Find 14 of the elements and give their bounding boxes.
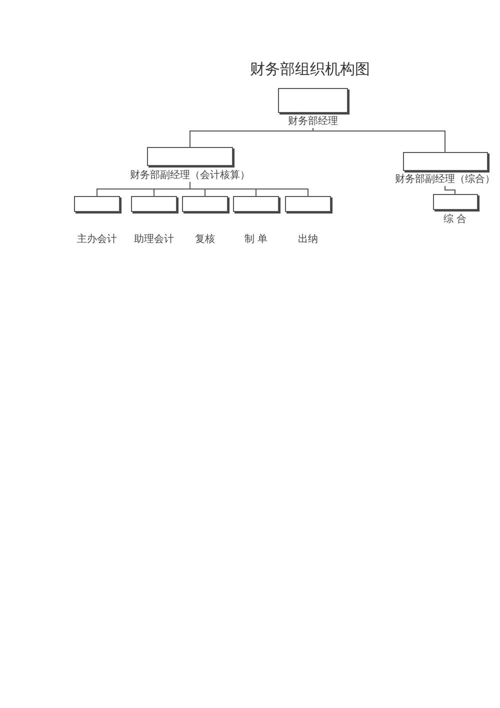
diagram-title: 财务部组织机构图 [249,60,371,79]
position-label: 财务部副经理（会计核算） [130,170,250,182]
connector-line [444,186,456,194]
position-label: 主办会计 [77,234,117,246]
connector-line [312,128,446,152]
connector-line [190,182,308,196]
position-label: 复核 [195,234,215,246]
position-label: 财务部副经理（综合） [395,174,495,186]
position-label: 综 合 [443,214,467,226]
position-label: 出纳 [298,234,318,246]
position-label: 财务部经理 [288,116,338,128]
position-label: 助理会计 [134,234,174,246]
connector-line [190,128,314,148]
position-label: 制 单 [244,234,268,246]
